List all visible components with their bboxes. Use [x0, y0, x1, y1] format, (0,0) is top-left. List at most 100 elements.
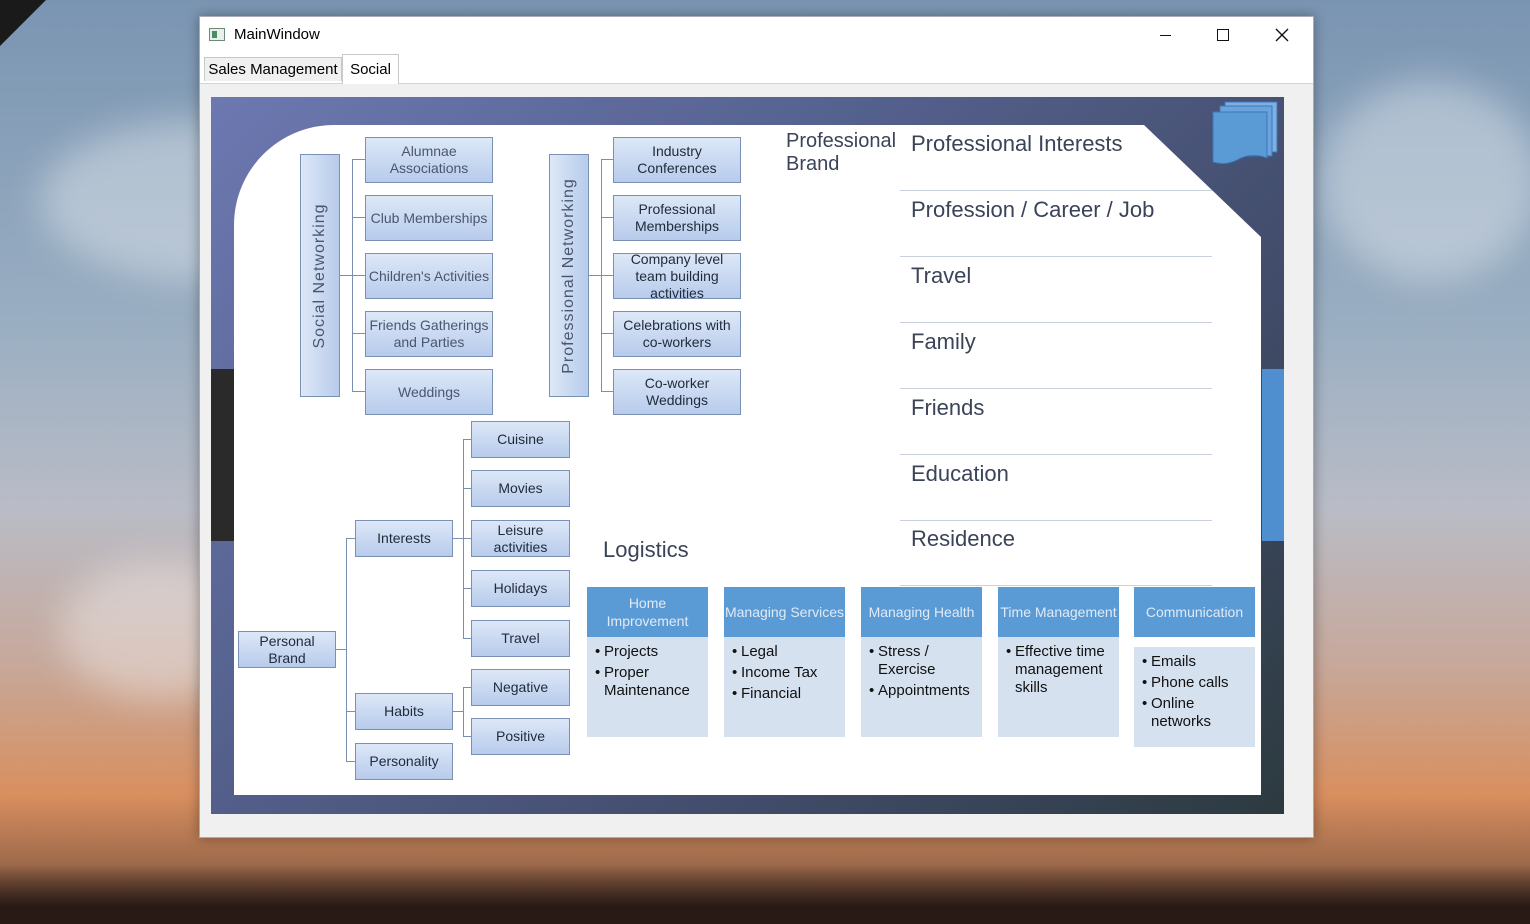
desktop-horizon	[0, 864, 1530, 924]
interest-travel: Travel	[471, 620, 570, 657]
list-item: Online networks	[1142, 695, 1249, 731]
social-networking-label: Social Networking	[311, 202, 328, 349]
social-networking-box: Social Networking	[300, 154, 340, 397]
interest-movies: Movies	[471, 470, 570, 507]
interest-holidays: Holidays	[471, 570, 570, 607]
pi-text: Travel	[911, 263, 972, 288]
maximize-button[interactable]	[1194, 17, 1252, 53]
logistics-column-body: Stress / Exercise Appointments	[861, 637, 982, 737]
list-item: Financial	[732, 685, 839, 703]
pi-text: Friends	[911, 395, 985, 420]
connector	[346, 538, 355, 539]
list-item: Stress / Exercise	[869, 643, 976, 679]
pi-row: Education	[900, 455, 1212, 521]
pi-text: Residence	[911, 526, 1015, 551]
window-title: MainWindow	[234, 26, 320, 43]
professional-brand-heading: Professional Brand	[786, 130, 897, 175]
pi-row: Family	[900, 323, 1212, 389]
connector	[463, 538, 472, 539]
social-item-alumnae: Alumnae Associations	[365, 137, 493, 183]
minimize-button[interactable]	[1136, 17, 1194, 53]
connector	[463, 687, 464, 736]
pi-text: Education	[911, 461, 1009, 486]
list-item: Emails	[1142, 653, 1249, 671]
pi-text: Professional Interests	[911, 131, 1123, 156]
connector	[463, 488, 472, 489]
social-item-club: Club Memberships	[365, 195, 493, 241]
connector	[352, 333, 365, 334]
decor-bar-left	[211, 369, 234, 541]
connector	[453, 538, 463, 539]
personality-node: Personality	[355, 743, 453, 780]
connector	[346, 538, 347, 761]
logistics-column-body: Projects Proper Maintenance	[587, 637, 708, 737]
logistics-column-title: Communication	[1134, 587, 1255, 637]
pi-text: Family	[911, 329, 976, 354]
list-item: Appointments	[869, 682, 976, 700]
connector	[601, 159, 614, 160]
pages-icon	[1212, 101, 1278, 165]
pi-row: Profession / Career / Job	[900, 191, 1212, 257]
interest-leisure: Leisure activities	[471, 520, 570, 557]
pi-row: Professional Interests	[900, 125, 1212, 191]
connector	[352, 159, 365, 160]
professional-item-memberships: Professional Memberships	[613, 195, 741, 241]
logistics-column-body: Emails Phone calls Online networks	[1134, 647, 1255, 747]
professional-item-celebrations: Celebrations with co-workers	[613, 311, 741, 357]
logistics-heading: Logistics	[603, 537, 689, 562]
logistics-column-title: Time Management	[998, 587, 1119, 637]
personal-brand-node: Personal Brand	[238, 631, 336, 668]
connector	[601, 333, 614, 334]
connector	[352, 391, 365, 392]
tab-social[interactable]: Social	[342, 54, 399, 84]
connector	[352, 275, 365, 276]
habits-node: Habits	[355, 693, 453, 730]
logistics-column-title: Managing Services	[724, 587, 845, 637]
decor-bar-right	[1262, 369, 1284, 541]
tab-sales-management[interactable]: Sales Management	[204, 57, 342, 81]
professional-networking-box: Professional Networking	[549, 154, 589, 397]
connector	[453, 711, 463, 712]
pi-row: Travel	[900, 257, 1212, 323]
pi-row: Residence	[900, 520, 1212, 586]
logistics-column-body: Effective time management skills	[998, 637, 1119, 737]
social-item-weddings: Weddings	[365, 369, 493, 415]
close-button[interactable]	[1253, 17, 1311, 53]
connector	[336, 649, 346, 650]
professional-item-weddings: Co-worker Weddings	[613, 369, 741, 415]
habit-positive: Positive	[471, 718, 570, 755]
list-item: Effective time management skills	[1006, 643, 1113, 697]
list-item: Projects	[595, 643, 702, 661]
connector	[601, 275, 614, 276]
logistics-column-title: Managing Health	[861, 587, 982, 637]
app-icon	[209, 28, 225, 41]
tab-strip: Sales Management Social	[200, 53, 1313, 84]
logistics-column-title: Home Improvement	[587, 587, 708, 637]
title-bar[interactable]: MainWindow	[200, 17, 1313, 53]
connector	[346, 711, 355, 712]
interest-cuisine: Cuisine	[471, 421, 570, 458]
desktop-corner	[0, 0, 46, 46]
pi-text: Profession / Career / Job	[911, 197, 1155, 222]
connector	[340, 275, 352, 276]
connector	[352, 217, 365, 218]
habit-negative: Negative	[471, 669, 570, 706]
connector	[463, 638, 472, 639]
list-item: Legal	[732, 643, 839, 661]
connector	[601, 217, 614, 218]
list-item: Phone calls	[1142, 674, 1249, 692]
connector	[463, 736, 472, 737]
list-item: Income Tax	[732, 664, 839, 682]
social-item-friends: Friends Gatherings and Parties	[365, 311, 493, 357]
main-window: MainWindow Sales Management Social Socia…	[199, 16, 1314, 838]
connector	[463, 588, 472, 589]
social-item-children: Children's Activities	[365, 253, 493, 299]
professional-item-conferences: Industry Conferences	[613, 137, 741, 183]
professional-item-team-building: Company level team building activities	[613, 251, 741, 301]
close-icon	[1275, 28, 1289, 42]
connector	[589, 275, 601, 276]
logistics-column-body: Legal Income Tax Financial	[724, 637, 845, 737]
social-diagram: Social Networking Alumnae Associations C…	[211, 97, 1284, 814]
cloud	[1320, 80, 1530, 280]
list-item: Proper Maintenance	[595, 664, 702, 700]
